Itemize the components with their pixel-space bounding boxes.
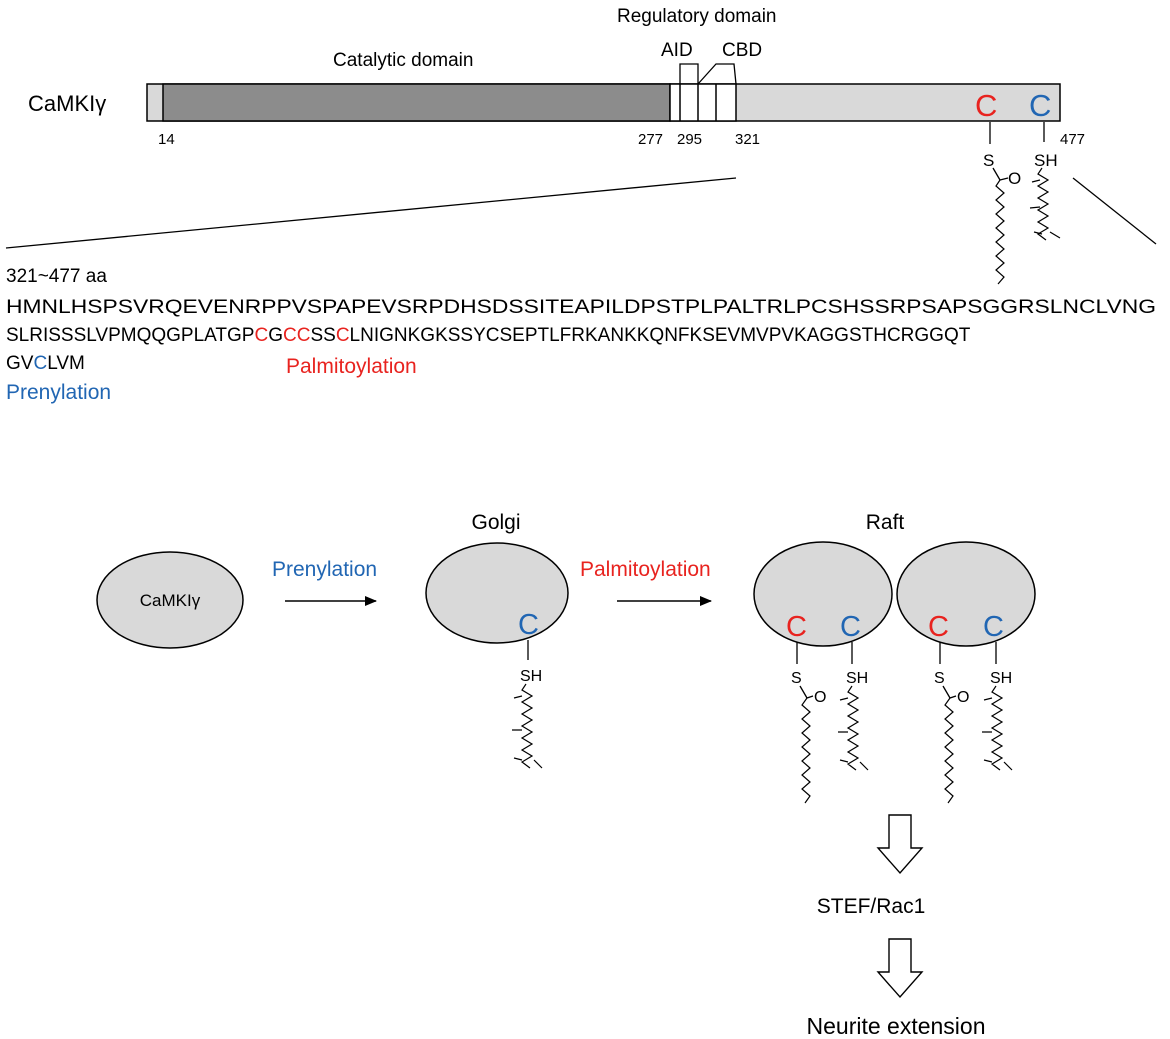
raft-prenyl-chain (990, 685, 1004, 771)
raft-sh-label: SH (846, 670, 868, 687)
golgi-prenyl-branches (512, 695, 543, 769)
carbonyl-o-label: O (1008, 169, 1021, 188)
palmitoylation-site: C (336, 325, 350, 346)
raft-palm-cysteine: C (928, 611, 949, 643)
position-277: 277 (638, 131, 663, 148)
raft-s-label: S (791, 670, 802, 687)
carbonyl-bond (999, 177, 1009, 181)
palmitoylation-site: C (254, 325, 268, 346)
neurite-extension-label: Neurite extension (807, 1013, 986, 1039)
raft-protein-left: C C S O SH (753, 541, 893, 804)
sequence-line-1: HMNLHSPSVRQEVENRPPVSPAPEVSRPDHSDSSITEAPI… (6, 297, 1156, 318)
thioester-s-label: S (983, 151, 994, 170)
domain-map: CaMKIγ Catalytic domain Regulatory domai… (5, 6, 1157, 285)
position-321: 321 (735, 131, 760, 148)
sequence-block: 321~477 aa HMNLHSPSVRQEVENRPPVSPAPEVSRPD… (6, 266, 1156, 404)
thiol-sh-label: SH (1034, 151, 1058, 170)
thioester-bond (992, 167, 1001, 181)
raft-palm-cysteine: C (786, 611, 807, 643)
sequence-line-3: GVCLVM (6, 353, 85, 374)
pathway: CaMKIγ Prenylation Golgi C SH Palmitoyla… (96, 511, 1036, 1039)
golgi-ellipse (425, 542, 569, 644)
stef-rac1-label: STEF/Rac1 (817, 895, 926, 918)
cbd-bracket (697, 63, 737, 85)
regulatory-domain-block (669, 83, 737, 122)
sequence-line-2: SLRISSSLVPMQQGPLATGPCGCCSSCLNIGNKGKSSYCS… (6, 325, 971, 346)
palmitoyl-cysteine: C (975, 88, 997, 123)
position-14: 14 (158, 131, 175, 148)
camki-ellipse (96, 551, 244, 649)
sequence-range-label: 321~477 aa (6, 266, 107, 287)
zoom-line-left (5, 177, 737, 249)
seq-segment: LVM (47, 353, 85, 374)
prenyl-cysteine: C (1029, 88, 1051, 123)
seq-segment: SLRISSSLVPMQQGPLATGP (6, 325, 254, 346)
aid-bracket (679, 63, 699, 84)
catalytic-domain-block (162, 83, 671, 122)
prenylation-site-label: Prenylation (6, 381, 111, 404)
seq-segment: SS (310, 325, 335, 346)
camki-ellipse-label: CaMKIγ (140, 591, 201, 610)
raft-prenyl-branches (838, 697, 869, 771)
palmitoylation-site-label: Palmitoylation (286, 355, 417, 378)
golgi-sh-label: SH (520, 668, 542, 685)
catalytic-domain-label: Catalytic domain (333, 50, 473, 71)
seq-segment: G (268, 325, 283, 346)
down-arrow-2 (876, 938, 924, 999)
raft-thioester-bond (799, 685, 808, 699)
raft-carbonyl-bond (806, 695, 814, 699)
raft-thioester-bond (942, 685, 951, 699)
raft-s-label: S (934, 670, 945, 687)
raft-label: Raft (866, 511, 905, 534)
seq-segment: LNIGNKGKSSYCSEPTLFRKANKKQNFKSEVMVPVKAGGS… (350, 325, 971, 346)
raft-prenyl-chain (846, 685, 860, 771)
raft-sh-label: SH (990, 670, 1012, 687)
raft-o-label: O (814, 689, 826, 706)
prenylation-step-label: Prenylation (272, 558, 377, 581)
regulatory-domain-label: Regulatory domain (617, 6, 776, 27)
golgi-label: Golgi (471, 511, 520, 534)
zoom-line-right (1072, 177, 1157, 245)
prenyl-branches (1029, 179, 1061, 239)
raft-o-label: O (957, 689, 969, 706)
position-477: 477 (1060, 131, 1085, 148)
golgi-prenyl-cysteine: C (518, 609, 539, 641)
raft-protein-right: C C S O SH (896, 541, 1036, 804)
golgi-prenyl-chain (520, 683, 534, 769)
protein-label: CaMKIγ (28, 91, 106, 116)
palmitoylation-step-label: Palmitoylation (580, 558, 711, 581)
raft-palmitoyl-chain (801, 697, 811, 804)
down-arrow-1 (876, 814, 924, 875)
palmitoyl-chain (995, 179, 1005, 285)
seq-segment: GV (6, 353, 34, 374)
raft-prenyl-cysteine: C (840, 611, 861, 643)
raft-prenyl-branches (982, 697, 1013, 771)
raft-ellipse-left (753, 541, 893, 647)
prenylation-site: C (33, 353, 47, 374)
prenyl-chain (1036, 167, 1050, 241)
raft-prenyl-cysteine: C (983, 611, 1004, 643)
raft-ellipse-right (896, 541, 1036, 647)
position-295: 295 (677, 131, 702, 148)
raft-carbonyl-bond (949, 695, 957, 699)
cbd-label: CBD (722, 40, 762, 61)
palmitoylation-site: CC (283, 325, 310, 346)
aid-label: AID (661, 40, 693, 61)
raft-palmitoyl-chain (944, 697, 954, 804)
